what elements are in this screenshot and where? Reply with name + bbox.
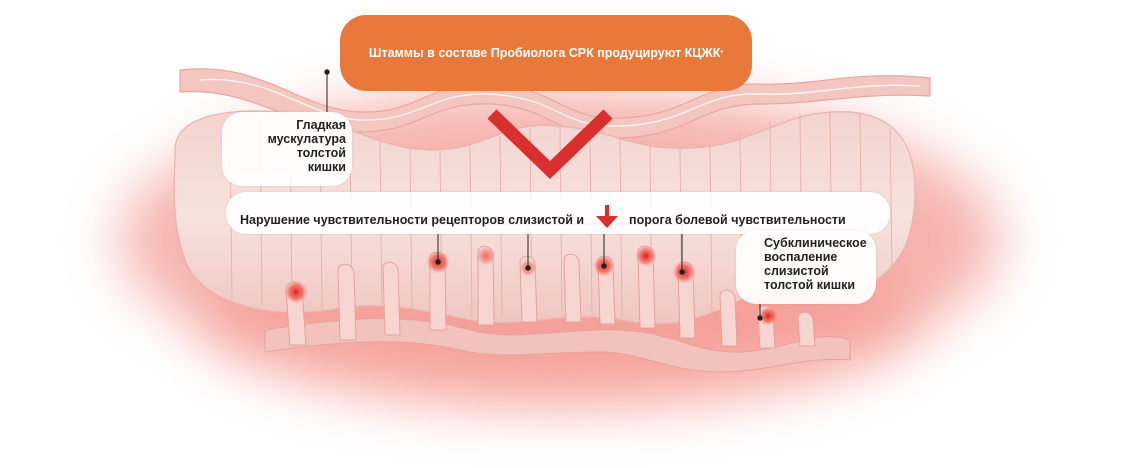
muscle-label-line: мускулатура [267,132,346,146]
lower-wall [264,317,851,373]
inflammation-label: Субклиническое воспаление слизистой толс… [764,236,874,292]
muscle-label-line: Гладкая [296,118,346,132]
banner-footnote-mark: * [720,49,724,57]
muscle-label-line: кишки [307,160,346,174]
banner-text: Штаммы в составе Пробиолога СРК продуцир… [368,46,721,60]
sensitivity-label-box [226,192,890,234]
sensitivity-label: Нарушение чувствительности рецепторов сл… [240,205,860,229]
chevron-down-icon [487,109,613,180]
inflammation-label-box [736,230,876,304]
inflammation-label-line: слизистой [764,264,829,278]
muscle-label-box [222,112,352,186]
inflammation-label-line: воспаление [764,250,838,264]
muscle-label: Гладкая мускулатура толстой кишки [226,118,346,174]
down-arrow-icon [595,205,618,228]
inflammation-spots [284,245,778,326]
sensitivity-text-start: Нарушение чувствительности рецепторов сл… [240,213,585,227]
inflammation-label-line: толстой кишки [764,278,856,292]
muscle-label-line: толстой [296,146,346,160]
sensitivity-text-end: порога болевой чувствительности [629,213,846,227]
inflammation-label-line: Субклиническое [764,236,867,250]
headline-banner: Штаммы в составе Пробиолога СРК продуцир… [340,15,752,91]
